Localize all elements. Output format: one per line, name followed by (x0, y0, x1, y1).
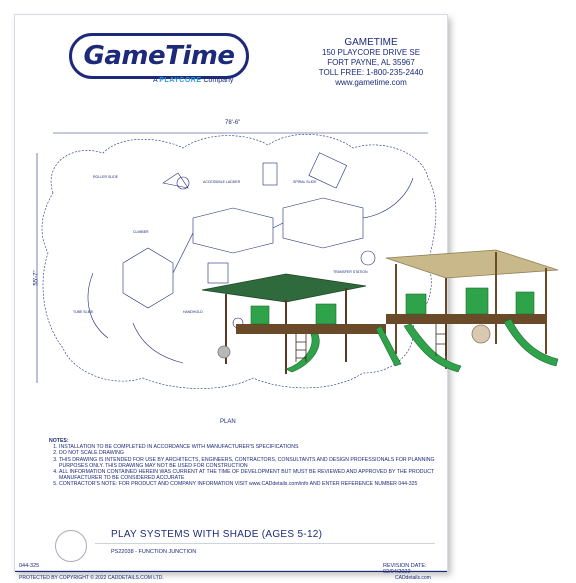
notes-list: INSTALLATION TO BE COMPLETED IN ACCORDAN… (49, 444, 449, 487)
company-info: GAMETIME 150 PLAYCORE DRIVE SE FORT PAYN… (301, 37, 441, 88)
plan-dimension-width: 78'-6" (225, 120, 241, 126)
company-phone: TOLL FREE: 1-800-235-2440 (318, 68, 424, 77)
title-rule (95, 543, 435, 544)
plan-label: PLAN (220, 419, 236, 425)
svg-text:TUBE SLIDE: TUBE SLIDE (73, 310, 94, 314)
title-circle (55, 530, 87, 562)
copyright: PROTECTED BY COPYRIGHT © 2022 CADDETAILS… (19, 575, 164, 581)
footer-rule (15, 571, 447, 572)
logo-text: GameTime (83, 41, 235, 71)
deck-center (192, 207, 274, 254)
svg-text:SPIRAL SLIDE: SPIRAL SLIDE (293, 180, 317, 184)
company-address-2: FORT PAYNE, AL 35967 (327, 58, 415, 67)
svg-text:ACCESSIBLE LADDER: ACCESSIBLE LADDER (203, 180, 241, 184)
drawing-subtitle: PS22038 - FUNCTION JUNCTION (111, 549, 197, 555)
logo-tagline: A PLAYCORE Company (153, 77, 234, 84)
gametime-logo: GameTime (69, 33, 249, 83)
drawing-title: PLAY SYSTEMS WITH SHADE (AGES 5-12) (111, 529, 323, 540)
svg-text:ROLLER SLIDE: ROLLER SLIDE (93, 175, 119, 179)
svg-text:CLIMBER: CLIMBER (133, 230, 149, 234)
company-website[interactable]: www.gametime.com (335, 78, 407, 87)
drawing-sheet: GameTime A PLAYCORE Company GAMETIME 150… (14, 14, 449, 581)
company-name: GAMETIME (344, 37, 398, 48)
play-structure (217, 287, 559, 373)
revision-date: REVISION DATE: 02/04/2022 (383, 563, 427, 575)
svg-text:HANDHOLD: HANDHOLD (183, 310, 203, 314)
note-item: ALL INFORMATION CONTAINED HEREIN WAS CUR… (59, 469, 449, 481)
note-item: CONTRACTOR'S NOTE: FOR PRODUCT AND COMPA… (59, 481, 449, 487)
note-item: DO NOT SCALE DRAWING (59, 450, 449, 456)
playground-render-image (201, 249, 559, 374)
note-item: THIS DRAWING IS INTENDED FOR USE BY ARCH… (59, 457, 449, 469)
note-item: INSTALLATION TO BE COMPLETED IN ACCORDAN… (59, 444, 449, 450)
deck-left (122, 247, 174, 309)
footer-site[interactable]: CADdetails.com (395, 575, 431, 581)
company-address-1: 150 PLAYCORE DRIVE SE (321, 48, 421, 57)
logo-border: GameTime (69, 33, 249, 79)
sheet-code: 044-325 (19, 563, 40, 569)
deck-right (282, 197, 364, 249)
svg-text:TRANSFER STATION: TRANSFER STATION (333, 270, 368, 274)
playcore-wordmark: PLAYCORE (159, 77, 202, 84)
notes-section: NOTES: INSTALLATION TO BE COMPLETED IN A… (49, 438, 449, 488)
notes-heading: NOTES: (49, 438, 69, 444)
